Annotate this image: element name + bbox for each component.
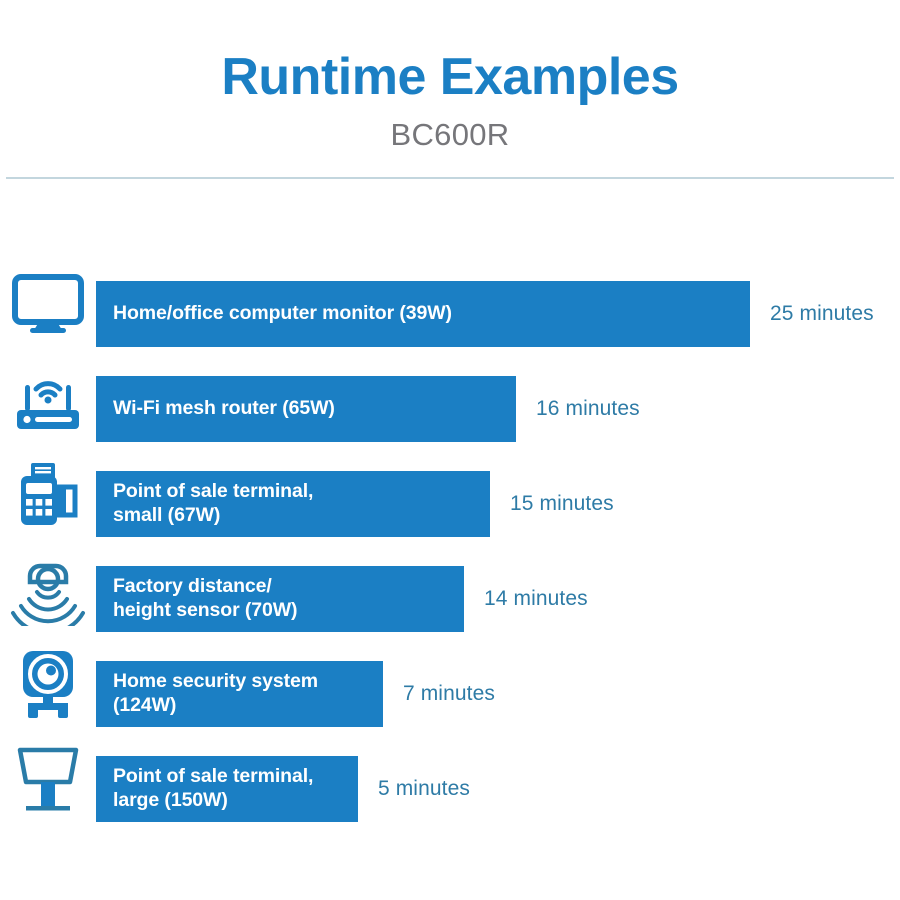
- header-divider: [6, 177, 894, 179]
- chart-row: Wi-Fi mesh router (65W) 16 minutes: [0, 357, 900, 452]
- bar-point-of-sale-terminal-large[interactable]: Point of sale terminal, large (150W): [96, 756, 358, 822]
- bar-value-label: 5 minutes: [378, 777, 470, 800]
- page-subtitle: BC600R: [390, 116, 510, 152]
- bar-value-label: 14 minutes: [484, 587, 588, 610]
- bar-group: Point of sale terminal, small (67W) 15 m…: [96, 471, 614, 537]
- chart-row: Point of sale terminal, small (67W) 15 m…: [0, 452, 900, 547]
- bar-label: Wi-Fi mesh router (65W): [113, 397, 335, 420]
- chart-header: Runtime Examples BC600R: [0, 0, 900, 178]
- pos-terminal-small-icon: [6, 452, 90, 536]
- bar-wifi-mesh-router[interactable]: Wi-Fi mesh router (65W): [96, 376, 516, 442]
- page-title: Runtime Examples: [221, 48, 679, 106]
- bar-label: Point of sale terminal, small (67W): [113, 480, 314, 526]
- bar-value-label: 15 minutes: [510, 492, 614, 515]
- bar-label: Home security system (124W): [113, 670, 319, 716]
- bar-value-label: 16 minutes: [536, 397, 640, 420]
- chart-row: Home security system (124W) 7 minutes: [0, 642, 900, 737]
- bar-home-security-system[interactable]: Home security system (124W): [96, 661, 383, 727]
- bar-point-of-sale-terminal-small[interactable]: Point of sale terminal, small (67W): [96, 471, 490, 537]
- bar-group: Home/office computer monitor (39W) 25 mi…: [96, 281, 874, 347]
- bar-label: Point of sale terminal, large (150W): [113, 765, 314, 811]
- chart-row: Factory distance/ height sensor (70W) 14…: [0, 547, 900, 642]
- bar-group: Point of sale terminal, large (150W) 5 m…: [96, 756, 470, 822]
- bar-group: Factory distance/ height sensor (70W) 14…: [96, 566, 588, 632]
- pos-terminal-large-icon: [6, 737, 90, 821]
- bar-value-label: 25 minutes: [770, 302, 874, 325]
- bar-home-office-computer-monitor[interactable]: Home/office computer monitor (39W): [96, 281, 750, 347]
- bar-factory-distance-height-sensor[interactable]: Factory distance/ height sensor (70W): [96, 566, 464, 632]
- chart-row: Point of sale terminal, large (150W) 5 m…: [0, 737, 900, 832]
- security-camera-icon: [6, 642, 90, 726]
- bar-label: Home/office computer monitor (39W): [113, 302, 452, 325]
- router-icon: [6, 357, 90, 441]
- chart-row: Home/office computer monitor (39W) 25 mi…: [0, 262, 900, 357]
- runtime-bar-chart: Home/office computer monitor (39W) 25 mi…: [0, 262, 900, 832]
- bar-group: Wi-Fi mesh router (65W) 16 minutes: [96, 376, 640, 442]
- bar-group: Home security system (124W) 7 minutes: [96, 661, 495, 727]
- bar-label: Factory distance/ height sensor (70W): [113, 575, 298, 621]
- distance-sensor-icon: [6, 547, 90, 631]
- bar-value-label: 7 minutes: [403, 682, 495, 705]
- monitor-icon: [6, 262, 90, 346]
